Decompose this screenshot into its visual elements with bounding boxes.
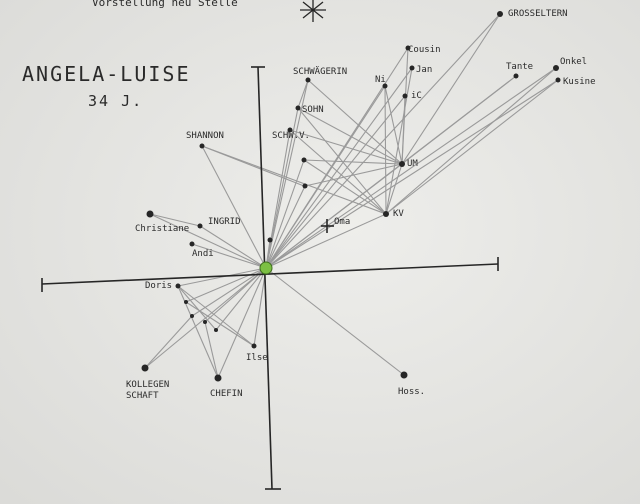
label-ni: Ni: [375, 75, 386, 85]
horizontal-axis: [41, 263, 499, 285]
axes: [41, 66, 499, 490]
nodes: [141, 11, 561, 382]
label-ingrid: INGRID: [208, 217, 241, 227]
label-ic: iC: [411, 91, 422, 101]
label-chefin: CHEFIN: [210, 389, 243, 399]
label-cousin: Cousin: [408, 45, 441, 55]
label-shannon: SHANNON: [186, 131, 224, 141]
label-schwager: SCHW.V.: [272, 131, 310, 141]
label-schwaegerin: SCHWÄGERIN: [293, 66, 347, 77]
header-partial-text: Vorstellung neu Stelle: [92, 0, 238, 9]
label-oma: Oma: [334, 217, 350, 227]
label-kusine: Kusine: [563, 77, 596, 87]
label-christiane: Christiane: [135, 224, 189, 234]
label-ilse: Ilse: [246, 353, 268, 363]
star-icon: [300, 0, 326, 22]
label-um: UM: [407, 159, 418, 169]
label-schaft: SCHAFT: [126, 391, 159, 401]
label-tante: Tante: [506, 62, 533, 72]
label-andi: Andi: [192, 249, 214, 259]
label-kollegen: KOLLEGEN: [126, 380, 169, 390]
ego-center-node: [259, 261, 273, 275]
vertical-axis: [257, 66, 273, 490]
label-doris: Doris: [145, 281, 172, 291]
person-name: ANGELA-LUISE: [22, 62, 191, 86]
node-labels: GROSSELTERN Cousin Jan Ni iC Tante Onkel…: [126, 9, 596, 401]
label-jan: Jan: [416, 65, 432, 75]
cross-marker-icon: [321, 219, 334, 233]
person-age: 34 J.: [88, 92, 143, 110]
label-hoss: Hoss.: [398, 387, 425, 397]
label-grosseltern: GROSSELTERN: [508, 9, 568, 19]
label-kv: KV: [393, 209, 404, 219]
label-sohn: SOHN: [302, 105, 324, 115]
label-onkel: Onkel: [560, 57, 587, 67]
